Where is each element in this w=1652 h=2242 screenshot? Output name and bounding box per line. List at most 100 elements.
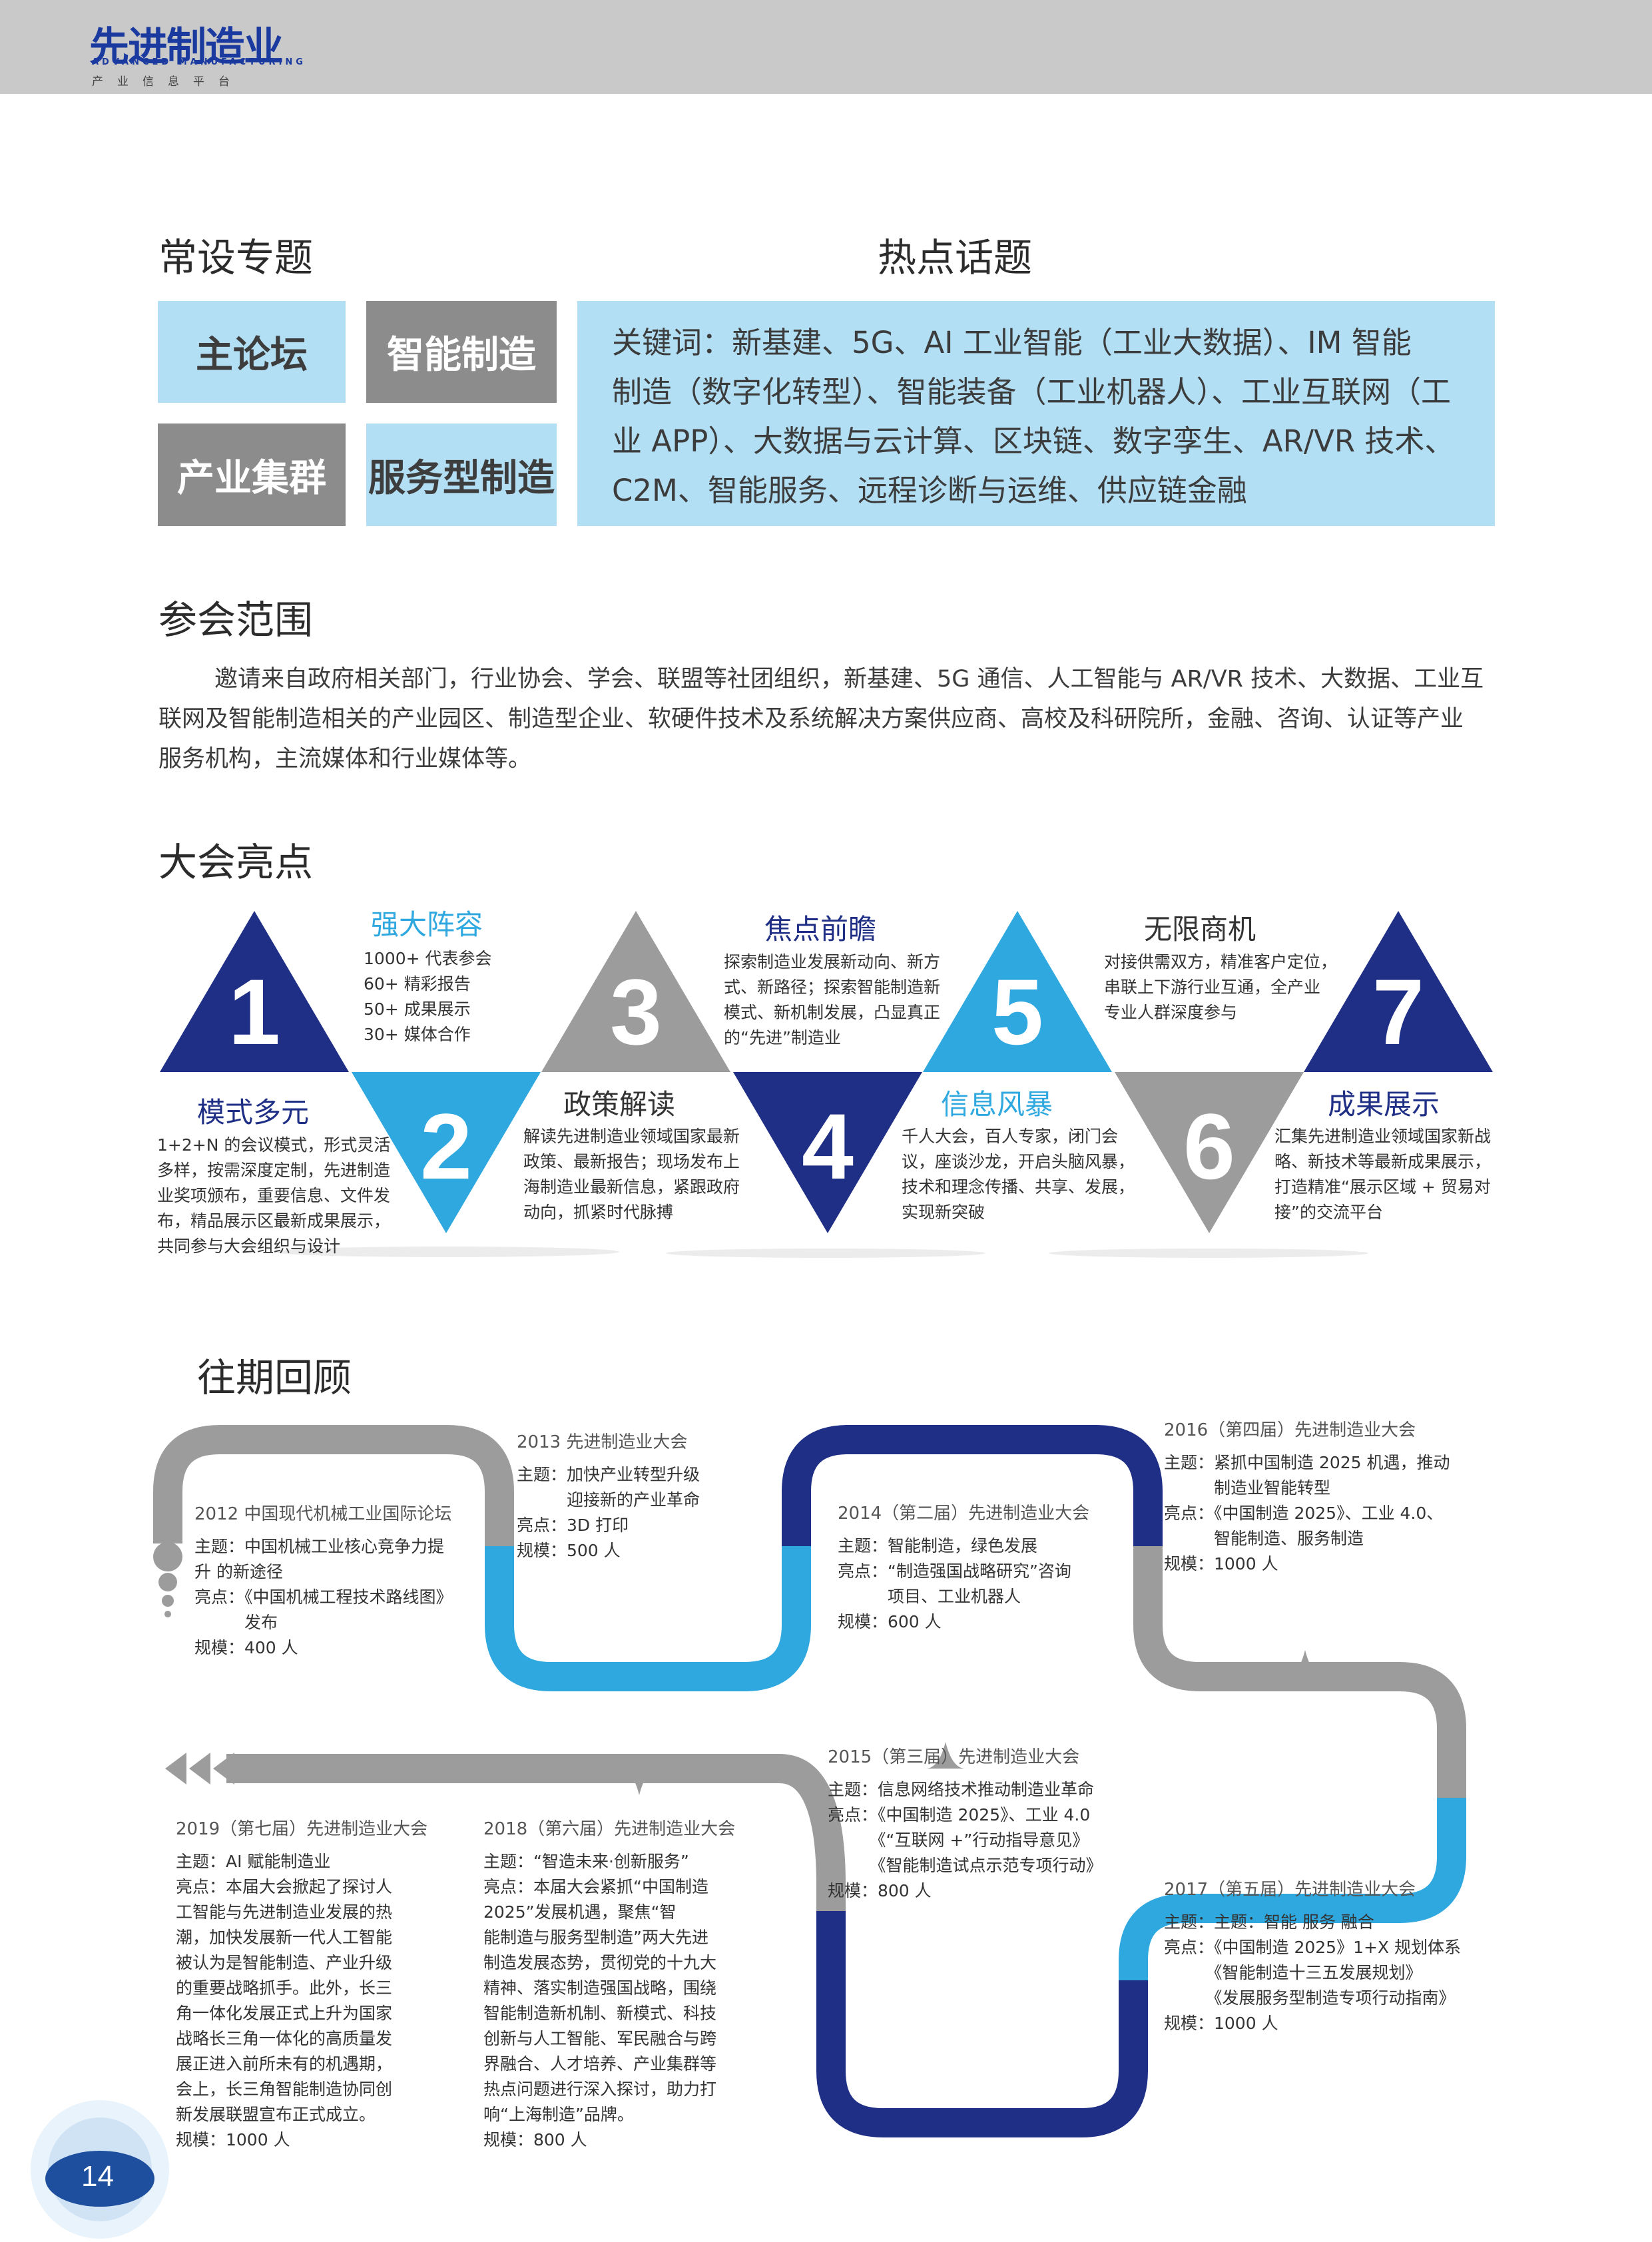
topic-tile-smart-manufacturing: 智能制造 <box>366 301 557 403</box>
timeline-line: 主题：信息网络技术推动制造业革命 <box>828 1780 1095 1799</box>
scope-paragraph: 邀请来自政府相关部门，行业协会、学会、联盟等社团组织，新基建、5G 通信、人工智… <box>158 659 1504 779</box>
timeline-line: 展正进入前所未有的机遇期， <box>176 2054 393 2074</box>
timeline-line: 智能制造、服务制造 <box>1164 1529 1364 1548</box>
triangle-shadow <box>1049 1249 1368 1258</box>
highlight-line: 海制造业最新信息，紧跟政府 <box>523 1177 740 1197</box>
timeline-pointer <box>1285 1650 1325 1677</box>
timeline-line: 亮点：《中国制造 2025》1+X 规划体系 <box>1164 1938 1461 1957</box>
timeline-line: 主题：紧抓中国制造 2025 机遇，推动 <box>1164 1453 1450 1472</box>
timeline-line: 创新与人工智能、军民融合与跨 <box>483 2029 717 2048</box>
timeline-line: 亮点：“制造强国战略研究”咨询 <box>838 1561 1071 1581</box>
triangle-number: 2 <box>420 1094 472 1199</box>
highlight-title: 政策解读 <box>563 1088 676 1121</box>
highlight-line: 共同参与大会组织与设计 <box>157 1237 341 1256</box>
highlight-line: 的“先进”制造业 <box>724 1028 841 1047</box>
timeline-line: 能制造与服务型制造”两大先进 <box>483 1928 708 1947</box>
timeline-text: 主题：中国机械工业核心竞争力提 升 的新途径 亮点：《中国机械工程技术路线图》 … <box>194 1534 453 1661</box>
chevron-left-icon <box>189 1753 210 1785</box>
highlight-line: 业奖项颁布，重要信息、文件发 <box>157 1186 391 1205</box>
timeline-line: 规模：800 人 <box>483 2130 587 2149</box>
topic-tile-main-forum: 主论坛 <box>158 301 346 403</box>
highlight-line: 打造精准“展示区域 + 贸易对 <box>1274 1177 1491 1197</box>
hot-topics-line: 制造（数字化转型）、智能装备（工业机器人）、工业互联网（工 <box>612 374 1452 410</box>
timeline-line: 的重要战略抓手。此外，长三 <box>176 1978 393 1998</box>
timeline-line: 升 的新途径 <box>194 1562 283 1581</box>
timeline-line: 精神、落实制造强国战略，围绕 <box>483 1978 717 1998</box>
triangle-shadow <box>273 1247 619 1257</box>
highlight-line: 1000+ 代表参会 <box>364 949 492 968</box>
triangle-3 <box>541 911 730 1072</box>
hot-topics-line: 业 APP）、大数据与云计算、区块链、数字孪生、AR/VR 技术、 <box>612 423 1455 459</box>
highlight-line: 对接供需双方，精准客户定位， <box>1104 952 1338 972</box>
timeline-line: 亮点：3D 打印 <box>517 1516 629 1535</box>
timeline-line: 规模：1000 人 <box>176 2130 290 2149</box>
timeline-line: 工智能与先进制造业发展的热 <box>176 1902 393 1922</box>
timeline-line: 被认为是智能制造、产业升级 <box>176 1953 393 1972</box>
timeline-line: 智能制造新机制、新模式、科技 <box>483 2004 717 2023</box>
timeline-path <box>31 1425 1466 2239</box>
timeline-text: 主题：加快产业转型升级 迎接新的产业革命 亮点：3D 打印 规模：500 人 <box>517 1462 700 1563</box>
hot-topics-line: C2M、智能服务、远程诊断与运维、供应链金融 <box>612 473 1247 508</box>
triangle-5 <box>923 911 1112 1072</box>
timeline-line: 规模：800 人 <box>828 1881 932 1900</box>
highlight-line: 30+ 媒体合作 <box>364 1025 471 1044</box>
highlight-text: 1000+ 代表参会 60+ 精彩报告 50+ 成果展示 30+ 媒体合作 <box>364 946 492 1047</box>
triangle-number: 5 <box>991 960 1043 1064</box>
highlight-line: 模式、新机制发展，凸显真正 <box>724 1003 941 1022</box>
timeline-line: 2025”发展机遇，聚焦“智 <box>483 1902 677 1922</box>
triangle-7 <box>1304 911 1493 1072</box>
timeline-line: 会上，长三角智能制造协同创 <box>176 2080 393 2099</box>
timeline-line: 迎接新的产业革命 <box>517 1490 700 1510</box>
highlight-title: 信息风暴 <box>941 1088 1053 1121</box>
highlight-line: 50+ 成果展示 <box>364 999 471 1019</box>
timeline-line: 亮点：《中国制造 2025》、工业 4.0 <box>828 1805 1091 1824</box>
triangle-number: 7 <box>1372 960 1424 1064</box>
logo-subtitle-cn: 产业信息平台 <box>92 75 244 89</box>
timeline-line: 战略长三角一体化的高质量发 <box>176 2029 393 2048</box>
timeline-entry-2012: 2012 中国现代机械工业国际论坛 主题：中国机械工业核心竞争力提 升 的新途径… <box>194 1500 453 1661</box>
highlight-line: 串联上下游行业互通，全产业 <box>1104 978 1321 997</box>
timeline-line: 发布 <box>194 1613 278 1632</box>
triangle-number: 3 <box>610 960 662 1064</box>
timeline-title: 2012 中国现代机械工业国际论坛 <box>194 1504 452 1524</box>
logo-title: 先进制造业 <box>89 24 284 71</box>
timeline-text: 主题：信息网络技术推动制造业革命 亮点：《中国制造 2025》、工业 4.0 《… <box>828 1777 1103 1904</box>
triangle-1 <box>160 911 349 1072</box>
highlights-triangles: 1 2 3 4 5 6 7 <box>160 911 1493 1258</box>
hot-topics-box: 关键词：新基建、5G、AI 工业智能（工业大数据）、IM 智能 制造（数字化转型… <box>577 301 1495 526</box>
highlight-line: 布，精品展示区最新成果展示， <box>157 1211 391 1231</box>
highlight-line: 技术和理念传播、共享、发展， <box>902 1177 1135 1197</box>
timeline-pointer <box>926 1742 965 1769</box>
highlight-line: 政策、最新报告；现场发布上 <box>523 1152 740 1171</box>
page-number: 14 <box>81 2160 114 2193</box>
triangle-number: 6 <box>1183 1094 1235 1199</box>
timeline-line: 规模：600 人 <box>838 1612 942 1631</box>
topic-tile-industry-cluster: 产业集群 <box>158 423 346 526</box>
timeline-line: 主题：中国机械工业核心竞争力提 <box>194 1537 445 1556</box>
highlight-line: 1+2+N 的会议模式，形式灵活 <box>157 1135 391 1155</box>
timeline-entry-2014: 2014（第二届）先进制造业大会 主题：智能制造，绿色发展 亮点：“制造强国战略… <box>838 1500 1089 1635</box>
timeline-line: 制造发展态势，贯彻党的十九大 <box>483 1953 717 1972</box>
highlight-title: 无限商机 <box>1144 913 1256 946</box>
scope-line: 邀请来自政府相关部门，行业协会、学会、联盟等社团组织，新基建、5G 通信、人工智… <box>214 666 1484 693</box>
chevron-left-icon <box>165 1753 186 1785</box>
timeline-line: 《发展服务型制造专项行动指南》 <box>1164 1988 1456 2008</box>
chevron-left-icon <box>213 1753 234 1785</box>
timeline-line: 规模：500 人 <box>517 1541 621 1560</box>
timeline-line: 热点问题进行深入探讨，助力打 <box>483 2080 717 2099</box>
timeline-dot <box>158 1573 177 1591</box>
highlight-title: 成果展示 <box>1328 1088 1440 1121</box>
highlight-line: 多样，按需深度定制，先进制造 <box>157 1161 391 1180</box>
timeline-entry-2015: 2015（第三届）先进制造业大会 主题：信息网络技术推动制造业革命 亮点：《中国… <box>828 1743 1103 1904</box>
timeline-dot <box>162 1595 174 1607</box>
highlight-line: 专业人群深度参与 <box>1104 1003 1238 1022</box>
highlight-line: 略、新技术等最新成果展示， <box>1274 1152 1492 1171</box>
timeline-title: 2015（第三届）先进制造业大会 <box>828 1747 1080 1767</box>
timeline-line: 响“上海制造”品牌。 <box>483 2105 634 2124</box>
timeline-text: 主题：紧抓中国制造 2025 机遇，推动 制造业智能转型 亮点：《中国制造 20… <box>1164 1450 1450 1577</box>
timeline-line: 主题：智能制造，绿色发展 <box>838 1536 1038 1555</box>
highlight-line: 探索制造业发展新动向、新方 <box>724 952 941 972</box>
timeline-title: 2017（第五届）先进制造业大会 <box>1164 1880 1416 1900</box>
timeline-entry-2018: 2018（第六届）先进制造业大会 主题：“智造未来·创新服务” 亮点：本届大会紧… <box>483 1815 735 2153</box>
timeline-pointer <box>619 1769 659 1795</box>
